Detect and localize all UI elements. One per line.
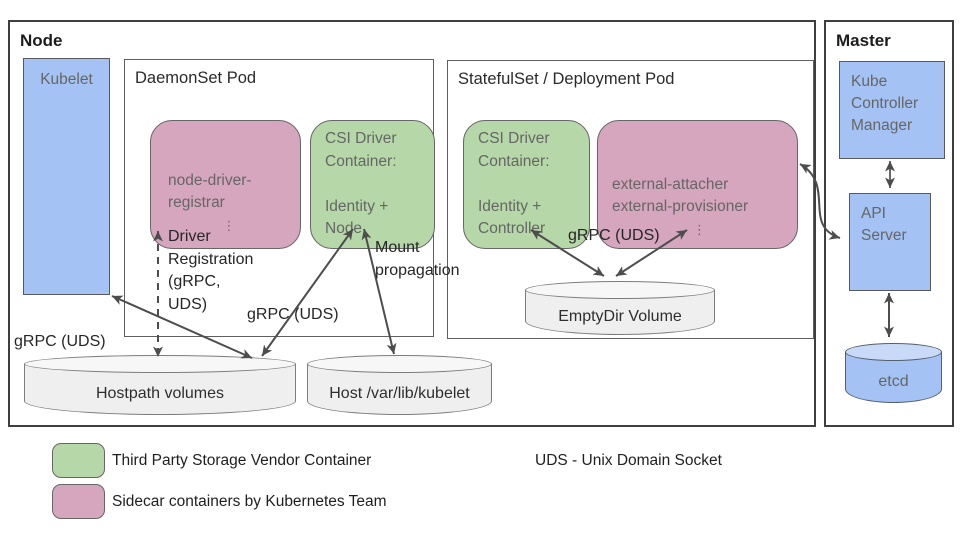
host-var-lib-kubelet-cylinder: Host /var/lib/kubelet xyxy=(307,355,492,415)
external-sidecars-box: external-attacher external-provisioner ⋮ xyxy=(597,120,798,249)
kubelet-box: Kubelet xyxy=(23,58,110,295)
edge-label-grpc-uds-left: gRPC (UDS) xyxy=(14,333,106,350)
etcd-cylinder: etcd xyxy=(845,343,942,403)
node-panel: Node Kubelet DaemonSet Pod node-driver- … xyxy=(8,20,816,427)
hostpath-volumes-cylinder: Hostpath volumes xyxy=(24,355,296,415)
emptydir-volume-cylinder: EmptyDir Volume xyxy=(525,281,715,335)
node-panel-title: Node xyxy=(20,31,63,50)
statefulset-pod: StatefulSet / Deployment Pod CSI Driver … xyxy=(447,60,814,339)
cylinder-top xyxy=(307,355,492,373)
edge-label-grpc-uds-statefulset: gRPC (UDS) xyxy=(568,227,660,244)
hostpath-volumes-label: Hostpath volumes xyxy=(95,385,225,402)
node-driver-registrar-box: node-driver- registrar ⋮ xyxy=(150,120,301,249)
legend-swatch-third-party xyxy=(52,443,105,478)
cylinder-top xyxy=(24,355,296,373)
legend-swatch-sidecar xyxy=(52,484,105,519)
csi-driver-controller-box: CSI Driver Container: Identity + Control… xyxy=(463,120,590,249)
api-server-box: API Server xyxy=(849,193,931,291)
host-var-lib-kubelet-label: Host /var/lib/kubelet xyxy=(329,385,470,402)
external-sidecars-label: external-attacher external-provisioner xyxy=(612,175,749,216)
master-panel-title: Master xyxy=(836,31,891,50)
registrar-ellipsis: ⋮ xyxy=(222,217,236,233)
edge-label-mount-propagation: Mount propagation xyxy=(375,239,460,279)
master-panel: Master Kube Controller Manager API Serve… xyxy=(824,20,954,427)
statefulset-pod-title: StatefulSet / Deployment Pod xyxy=(458,70,675,88)
etcd-label: etcd xyxy=(878,373,909,390)
legend-label-sidecar: Sidecar containers by Kubernetes Team xyxy=(112,493,387,510)
csi-driver-node-box: CSI Driver Container: Identity + Node xyxy=(310,120,435,249)
edge-label-grpc-uds-daemonset: gRPC (UDS) xyxy=(247,306,339,323)
sidecars-ellipsis: ⋮ xyxy=(693,221,706,237)
kube-controller-manager-box: Kube Controller Manager xyxy=(839,61,945,159)
daemonset-pod-title: DaemonSet Pod xyxy=(135,69,257,87)
edge-label-driver-registration: Driver Registration (gRPC, UDS) xyxy=(168,228,254,313)
legend-note-uds: UDS - Unix Domain Socket xyxy=(535,452,722,469)
emptydir-volume-label: EmptyDir Volume xyxy=(558,308,682,325)
cylinder-top xyxy=(845,343,942,361)
legend-label-third-party: Third Party Storage Vendor Container xyxy=(112,452,372,469)
cylinder-top xyxy=(525,281,715,299)
daemonset-pod: DaemonSet Pod node-driver- registrar ⋮ C… xyxy=(124,59,435,337)
node-driver-registrar-label: node-driver- registrar xyxy=(168,171,252,212)
